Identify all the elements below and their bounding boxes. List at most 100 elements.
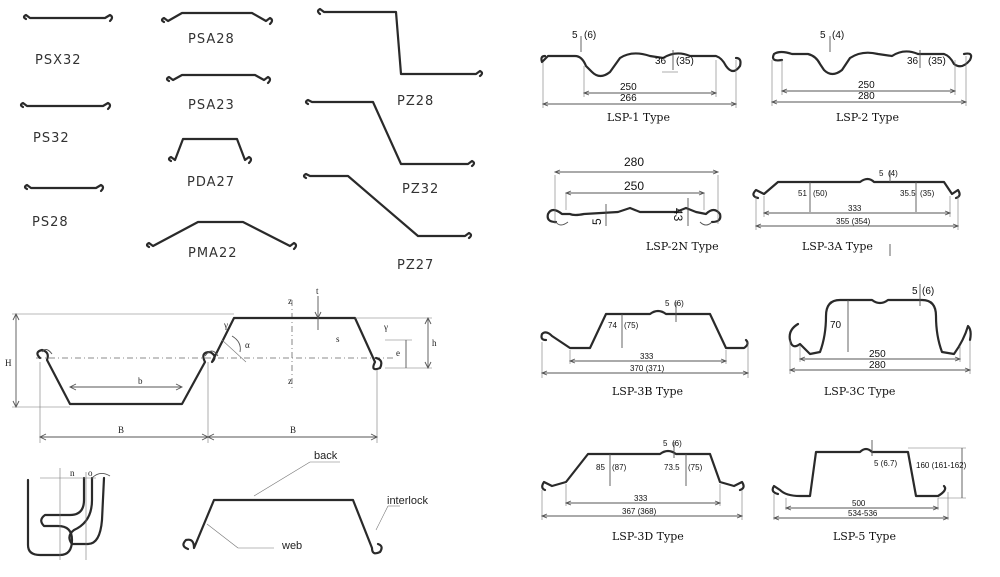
dim-t: t bbox=[316, 286, 319, 296]
lsp2-dim-outer: 280 bbox=[858, 91, 875, 102]
interlock-detail bbox=[26, 468, 111, 560]
lsp2n-dim-outer: 280 bbox=[624, 155, 644, 169]
dim-H: H bbox=[5, 358, 12, 368]
lsp3c-caption: LSP-3C Type bbox=[824, 385, 895, 398]
profile-pz28 bbox=[316, 7, 484, 78]
lsp5-dim-inner: 500 bbox=[852, 499, 866, 508]
dim-gamma-left: γ bbox=[223, 320, 228, 330]
lsp3d-dim-outer: 367 (368) bbox=[622, 507, 657, 516]
lsp3c-dim-depth: 70 bbox=[830, 320, 842, 331]
profile-lsp2 bbox=[770, 36, 973, 106]
lsp2-dim-top-alt: (4) bbox=[832, 30, 844, 41]
label-psa28: PSA28 bbox=[188, 32, 235, 47]
label-web: web bbox=[281, 540, 302, 552]
profile-psa23 bbox=[165, 73, 272, 85]
profile-lsp3b bbox=[540, 302, 750, 378]
lsp3a-dim-top-alt: (4) bbox=[888, 169, 898, 178]
dim-b: b bbox=[138, 376, 143, 386]
dim-alpha: α bbox=[245, 340, 250, 350]
lsp3d-dim-right-alt: (75) bbox=[688, 463, 703, 472]
dim-h: h bbox=[432, 338, 437, 348]
profile-ps28 bbox=[23, 183, 105, 193]
lsp3a-dim-top: 5 bbox=[879, 169, 884, 178]
lsp1-dim-inner: 250 bbox=[620, 82, 637, 93]
lsp3d-dim-top-alt: (6) bbox=[672, 439, 682, 448]
lsp3a-dim-left-alt: (50) bbox=[813, 189, 828, 198]
lsp2n-caption: LSP-2N Type bbox=[646, 240, 719, 253]
lsp3a-caption: LSP-3A Type bbox=[802, 240, 873, 253]
lsp3b-dim-depth-alt: (75) bbox=[624, 321, 639, 330]
profile-lsp2n bbox=[546, 169, 722, 226]
lsp5-dim-top: 5 (6.7) bbox=[874, 459, 897, 468]
lsp5-dim-outer: 534-536 bbox=[848, 509, 878, 518]
lsp3b-dim-outer: 370 (371) bbox=[630, 364, 665, 373]
lsp2-caption: LSP-2 Type bbox=[836, 111, 899, 124]
lsp3b-dim-inner: 333 bbox=[640, 352, 654, 361]
profile-lsp3c bbox=[788, 284, 972, 374]
lsp1-caption: LSP-1 Type bbox=[607, 111, 670, 124]
lsp2n-dim-depth: 43 bbox=[671, 208, 685, 222]
profile-pma22 bbox=[145, 220, 298, 251]
dim-n: n bbox=[70, 468, 75, 478]
profile-lsp3d bbox=[540, 442, 745, 520]
lsp3c-dim-inner: 250 bbox=[869, 349, 886, 360]
lsp3b-dim-depth: 74 bbox=[608, 321, 617, 330]
parts-diagram bbox=[182, 461, 400, 555]
dim-e: e bbox=[396, 348, 400, 358]
dim-s: s bbox=[336, 334, 340, 344]
profile-psx32 bbox=[22, 13, 114, 23]
lsp3c-dim-top: 5 bbox=[912, 286, 918, 297]
profile-pda27 bbox=[167, 137, 253, 165]
lsp3b-caption: LSP-3B Type bbox=[612, 385, 683, 398]
lsp2-dim-inner: 250 bbox=[858, 80, 875, 91]
lsp5-dim-depth: 160 (161-162) bbox=[916, 461, 967, 470]
profile-lsp1 bbox=[540, 36, 742, 108]
dim-gamma-right: γ bbox=[383, 322, 388, 332]
profile-pz27 bbox=[302, 172, 473, 240]
label-pma22: PMA22 bbox=[188, 246, 238, 261]
label-back: back bbox=[314, 450, 338, 462]
lsp2n-dim-small: 5 bbox=[590, 218, 604, 225]
lsp3b-dim-top-alt: (6) bbox=[674, 299, 684, 308]
lsp3d-dim-inner: 333 bbox=[634, 494, 648, 503]
profile-ps32 bbox=[19, 101, 112, 111]
profile-pz32 bbox=[304, 98, 476, 168]
dim-B-left: B bbox=[118, 425, 124, 435]
label-pz28: PZ28 bbox=[397, 94, 434, 109]
lsp3a-dim-outer: 355 (354) bbox=[836, 217, 871, 226]
lsp3d-dim-left-alt: (87) bbox=[612, 463, 627, 472]
lsp3b-dim-top: 5 bbox=[665, 299, 670, 308]
lsp2-dim-top: 5 bbox=[820, 30, 826, 41]
axis-z-bottom: z bbox=[288, 376, 292, 386]
lsp1-dim-depth-alt: (35) bbox=[676, 56, 694, 67]
lsp1-dim-depth: 36 bbox=[655, 56, 667, 67]
label-ps32: PS32 bbox=[33, 131, 70, 146]
lsp3d-dim-left: 85 bbox=[596, 463, 605, 472]
label-interlock: interlock bbox=[387, 495, 428, 507]
lsp1-dim-outer: 266 bbox=[620, 93, 637, 104]
lsp3d-caption: LSP-3D Type bbox=[612, 530, 684, 543]
axis-z-top: z bbox=[288, 296, 292, 306]
lsp3a-dim-right: 35.5 bbox=[900, 189, 916, 198]
dim-o: o bbox=[88, 468, 93, 478]
lsp3a-dim-inner: 333 bbox=[848, 204, 862, 213]
dim-B-right: B bbox=[290, 425, 296, 435]
lsp3c-dim-outer: 280 bbox=[869, 360, 886, 371]
lsp1-dim-top: 5 bbox=[572, 30, 578, 41]
label-ps28: PS28 bbox=[32, 215, 69, 230]
lsp3a-dim-right-alt: (35) bbox=[920, 189, 935, 198]
label-psx32: PSX32 bbox=[35, 53, 82, 68]
label-pz27: PZ27 bbox=[397, 258, 434, 273]
lsp5-caption: LSP-5 Type bbox=[833, 530, 896, 543]
schematic-profile bbox=[12, 296, 432, 443]
lsp3a-dim-left: 51 bbox=[798, 189, 807, 198]
lsp3c-dim-top-alt: (6) bbox=[922, 286, 934, 297]
label-pz32: PZ32 bbox=[402, 182, 439, 197]
lsp2-dim-depth: 36 bbox=[907, 56, 919, 67]
lsp2-dim-depth-alt: (35) bbox=[928, 56, 946, 67]
lsp3d-dim-top: 5 bbox=[663, 439, 668, 448]
profile-psa28 bbox=[160, 11, 274, 26]
profile-lsp3a bbox=[752, 170, 961, 256]
label-psa23: PSA23 bbox=[188, 98, 235, 113]
